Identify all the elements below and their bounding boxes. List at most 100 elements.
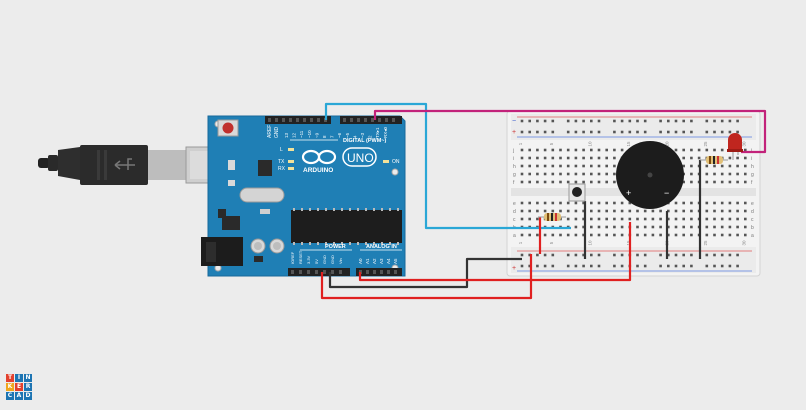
breadboard-hole[interactable] (705, 225, 709, 229)
breadboard-hole[interactable] (713, 233, 716, 237)
breadboard-hole[interactable] (659, 130, 662, 134)
breadboard-hole[interactable] (528, 180, 531, 184)
breadboard-hole[interactable] (728, 130, 732, 134)
breadboard-hole[interactable] (728, 225, 732, 229)
breadboard-hole[interactable] (690, 253, 693, 257)
breadboard-hole[interactable] (613, 233, 616, 237)
breadboard-hole[interactable] (590, 119, 593, 123)
breadboard-hole[interactable] (690, 233, 693, 237)
breadboard-hole[interactable] (705, 164, 709, 168)
breadboard-hole[interactable] (597, 164, 601, 168)
breadboard-hole[interactable] (682, 164, 685, 168)
breadboard-hole[interactable] (636, 119, 639, 123)
breadboard-hole[interactable] (536, 130, 539, 134)
breadboard-hole[interactable] (705, 172, 709, 176)
breadboard-hole[interactable] (590, 233, 593, 237)
breadboard-hole[interactable] (536, 264, 539, 268)
breadboard-hole[interactable] (736, 164, 739, 168)
breadboard-hole[interactable] (551, 130, 555, 134)
breadboard-hole[interactable] (543, 164, 547, 168)
breadboard-hole[interactable] (536, 201, 539, 205)
breadboard-hole[interactable] (697, 148, 701, 152)
breadboard-hole[interactable] (736, 233, 739, 237)
breadboard-hole[interactable] (543, 201, 547, 205)
breadboard-hole[interactable] (690, 180, 693, 184)
breadboard-hole[interactable] (713, 253, 716, 257)
breadboard-hole[interactable] (628, 217, 632, 221)
resistor-button[interactable] (538, 213, 566, 221)
breadboard-hole[interactable] (643, 253, 647, 257)
breadboard-hole[interactable] (566, 119, 570, 123)
breadboard-hole[interactable] (551, 253, 555, 257)
breadboard-hole[interactable] (728, 264, 732, 268)
breadboard-hole[interactable] (620, 201, 624, 205)
breadboard-hole[interactable] (728, 172, 732, 176)
breadboard-hole[interactable] (551, 156, 555, 160)
atmega-chip[interactable] (291, 210, 402, 243)
breadboard-hole[interactable] (605, 148, 608, 152)
breadboard-hole[interactable] (590, 217, 593, 221)
breadboard-hole[interactable] (720, 201, 724, 205)
breadboard-hole[interactable] (590, 130, 593, 134)
breadboard-hole[interactable] (520, 156, 524, 160)
breadboard-hole[interactable] (574, 201, 578, 205)
breadboard-hole[interactable] (590, 225, 593, 229)
breadboard-hole[interactable] (520, 148, 524, 152)
breadboard-hole[interactable] (574, 264, 578, 268)
breadboard-hole[interactable] (720, 130, 724, 134)
breadboard-hole[interactable] (597, 172, 601, 176)
breadboard-hole[interactable] (613, 119, 616, 123)
breadboard-hole[interactable] (536, 148, 539, 152)
breadboard-hole[interactable] (574, 217, 578, 221)
breadboard-hole[interactable] (597, 233, 601, 237)
resistor-led[interactable] (700, 156, 728, 164)
breadboard-hole[interactable] (590, 180, 593, 184)
breadboard-hole[interactable] (582, 264, 585, 268)
breadboard-hole[interactable] (713, 264, 716, 268)
breadboard-hole[interactable] (597, 264, 601, 268)
breadboard-hole[interactable] (613, 156, 616, 160)
breadboard-hole[interactable] (620, 209, 624, 213)
breadboard-hole[interactable] (528, 164, 531, 168)
breadboard-hole[interactable] (536, 253, 539, 257)
breadboard-hole[interactable] (720, 148, 724, 152)
breadboard-hole[interactable] (528, 201, 531, 205)
breadboard-hole[interactable] (713, 225, 716, 229)
breadboard-hole[interactable] (705, 119, 709, 123)
breadboard-hole[interactable] (590, 253, 593, 257)
breadboard-hole[interactable] (613, 253, 616, 257)
breadboard-hole[interactable] (536, 233, 539, 237)
breadboard-hole[interactable] (736, 156, 739, 160)
breadboard-hole[interactable] (682, 264, 685, 268)
breadboard-hole[interactable] (643, 209, 647, 213)
breadboard-hole[interactable] (682, 225, 685, 229)
breadboard-hole[interactable] (597, 180, 601, 184)
wires[interactable] (320, 102, 767, 300)
breadboard-hole[interactable] (574, 164, 578, 168)
breadboard-hole[interactable] (520, 180, 524, 184)
breadboard-hole[interactable] (590, 156, 593, 160)
breadboard-hole[interactable] (736, 201, 739, 205)
breadboard-hole[interactable] (659, 209, 662, 213)
breadboard-hole[interactable] (605, 172, 608, 176)
breadboard-hole[interactable] (682, 217, 685, 221)
breadboard-hole[interactable] (597, 253, 601, 257)
breadboard-hole[interactable] (636, 233, 639, 237)
breadboard-hole[interactable] (597, 209, 601, 213)
breadboard-hole[interactable] (674, 253, 678, 257)
breadboard-hole[interactable] (682, 119, 685, 123)
breadboard-hole[interactable] (736, 180, 739, 184)
breadboard-hole[interactable] (643, 130, 647, 134)
breadboard-hole[interactable] (620, 130, 624, 134)
breadboard-hole[interactable] (643, 233, 647, 237)
breadboard-hole[interactable] (682, 201, 685, 205)
breadboard-hole[interactable] (720, 233, 724, 237)
breadboard-hole[interactable] (620, 233, 624, 237)
breadboard-hole[interactable] (559, 156, 562, 160)
breadboard-hole[interactable] (566, 253, 570, 257)
breadboard-hole[interactable] (667, 209, 670, 213)
breadboard-hole[interactable] (543, 264, 547, 268)
breadboard-hole[interactable] (574, 209, 578, 213)
breadboard-hole[interactable] (566, 156, 570, 160)
breadboard-hole[interactable] (543, 253, 547, 257)
